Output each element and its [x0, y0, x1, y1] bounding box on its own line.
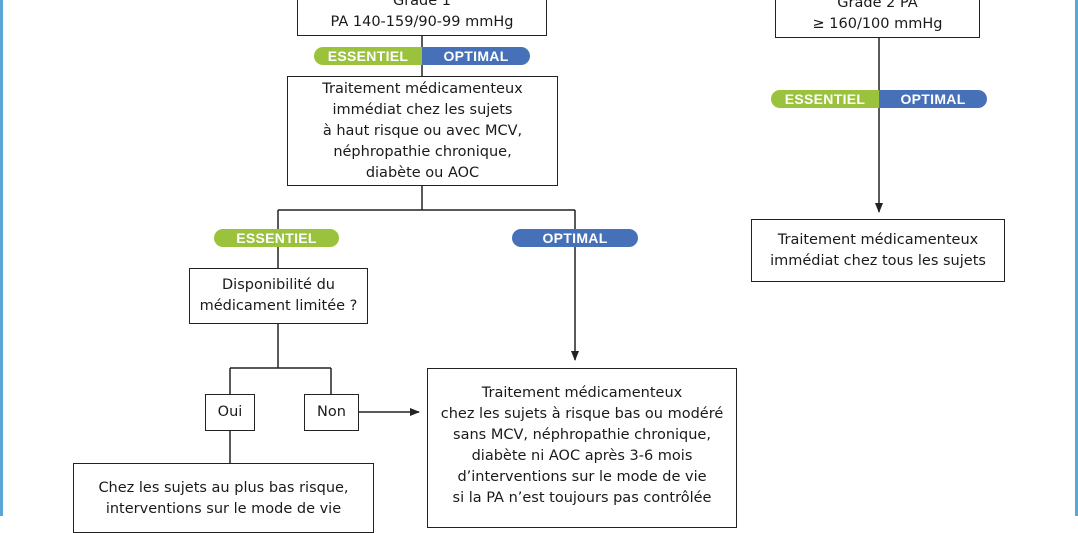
availability-question-box: Disponibilité du médicament limitée ?	[189, 268, 368, 324]
pill-essentiel-label: ESSENTIEL	[314, 47, 422, 65]
immediate-line-2: immédiat chez les sujets	[332, 101, 513, 118]
pill-optimal-label: OPTIMAL	[879, 90, 987, 108]
pill-essentiel-optimal-left: ESSENTIEL OPTIMAL	[314, 47, 530, 65]
low-moderate-line-1: Traitement médicamenteux	[481, 385, 683, 401]
low-moderate-line-4: diabète ni AOC après 3-6 mois	[471, 448, 693, 464]
branch-optimal-pill: OPTIMAL	[512, 229, 638, 247]
all-subjects-line-2: immédiat chez tous les sujets	[770, 252, 986, 269]
all-subjects-treatment-box: Traitement médicamenteux immédiat chez t…	[751, 219, 1005, 282]
pill-essentiel-optimal-right: ESSENTIEL OPTIMAL	[771, 90, 987, 108]
grade1-line-1: Grade 1	[392, 0, 452, 9]
immediate-line-1: Traitement médicamenteux	[322, 80, 523, 97]
lowest-risk-line-1: Chez les sujets au plus bas risque,	[98, 480, 349, 496]
immediate-line-5: diabète ou AOC	[365, 164, 480, 181]
grade2-line-1: Grade 2 PA	[837, 0, 918, 11]
all-subjects-line-1: Traitement médicamenteux	[777, 231, 979, 248]
low-moderate-line-5: d’interventions sur le mode de vie	[457, 469, 707, 485]
grade1-line-2: PA 140-159/90-99 mmHg	[330, 14, 514, 30]
non-box: Non	[304, 394, 359, 431]
pill-optimal-label: OPTIMAL	[422, 47, 530, 65]
immediate-line-4: néphropathie chronique,	[333, 143, 512, 160]
branch-essentiel-label: ESSENTIEL	[214, 229, 339, 247]
grade2-line-2: ≥ 160/100 mmHg	[812, 16, 943, 32]
page-frame	[0, 0, 1078, 516]
immediate-treatment-box: Traitement médicamenteux immédiat chez l…	[287, 76, 558, 186]
low-moderate-line-3: sans MCV, néphropathie chronique,	[453, 427, 711, 443]
grade2-box: Grade 2 PA ≥ 160/100 mmHg	[775, 0, 980, 38]
branch-optimal-label: OPTIMAL	[512, 229, 638, 247]
availability-line-1: Disponibilité du	[222, 277, 335, 293]
oui-box: Oui	[205, 394, 255, 431]
availability-line-2: médicament limitée ?	[199, 298, 358, 314]
lowest-risk-line-2: interventions sur le mode de vie	[105, 501, 342, 517]
non-label: Non	[317, 404, 346, 420]
lowest-risk-lifestyle-box: Chez les sujets au plus bas risque, inte…	[73, 463, 374, 533]
branch-essentiel-pill: ESSENTIEL	[214, 229, 339, 247]
immediate-line-3: à haut risque ou avec MCV,	[322, 122, 523, 139]
low-moderate-treatment-box: Traitement médicamenteux chez les sujets…	[427, 368, 737, 528]
oui-label: Oui	[217, 404, 243, 420]
pill-essentiel-label: ESSENTIEL	[771, 90, 879, 108]
low-moderate-line-2: chez les sujets à risque bas ou modéré	[440, 406, 724, 422]
low-moderate-line-6: si la PA n’est toujours pas contrôlée	[452, 490, 712, 506]
grade1-box: Grade 1 PA 140-159/90-99 mmHg	[297, 0, 547, 36]
